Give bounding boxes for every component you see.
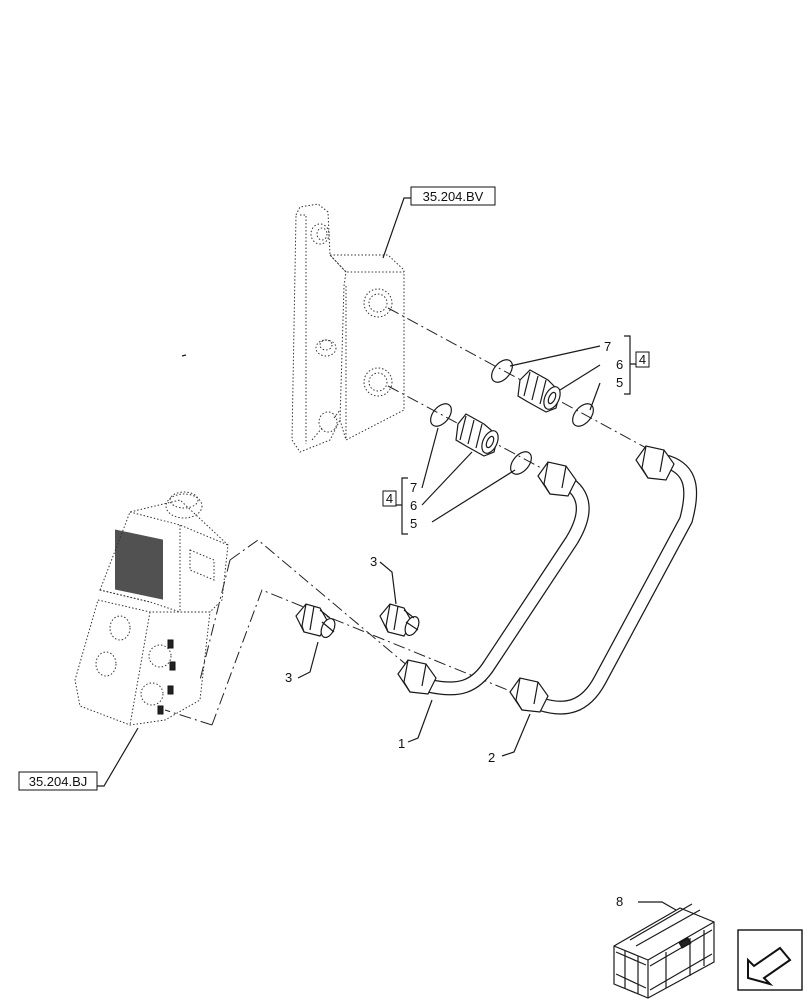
callout-6-lower: 6 [410,498,417,513]
reference-upper[interactable]: 35.204.BV [382,186,496,259]
svg-text:3: 3 [285,670,292,685]
navigation-arrow-button[interactable] [737,929,803,991]
callout-5-upper: 5 [616,375,623,390]
reference-lower-label: 35.204.BJ [29,774,88,789]
callout-8: 8 [616,894,623,909]
o-ring-lower-7 [430,403,452,427]
callout-4-upper: 4 [639,352,646,367]
fitting-3-left [295,603,336,639]
callout-7-upper: 7 [604,339,611,354]
svg-text:2: 2 [488,750,495,765]
pipe-1 [397,461,590,696]
stray-mark [181,354,187,357]
svg-text:1: 1 [398,736,405,751]
fitting-3-right [379,603,420,637]
callout-2: 2 [488,713,531,765]
arrow-icon [747,946,792,986]
o-ring-upper-7 [491,359,513,383]
upper-bracket-assembly [291,203,405,453]
adapter-fitting-upper-6 [517,369,561,413]
reference-lower[interactable]: 35.204.BJ [18,727,139,791]
callout-7-lower: 7 [410,480,417,495]
pipe-2 [509,445,698,715]
callout-5-lower: 5 [410,516,417,531]
callout-3-upper: 3 [370,554,397,605]
lower-valve-assembly [74,491,229,726]
kit-crate-8: 8 [613,894,715,999]
callout-1: 1 [398,699,433,751]
callout-group-upper: 7 6 5 4 [509,335,650,411]
callout-3-lower: 3 [285,641,319,685]
o-ring-lower-5 [510,451,532,475]
callout-6-upper: 6 [616,357,623,372]
callout-4-lower: 4 [386,491,393,506]
callout-group-lower: 7 6 5 4 [382,427,516,535]
o-ring-upper-5 [572,403,594,427]
svg-text:3: 3 [370,554,377,569]
adapter-fitting-lower-6 [455,413,499,457]
reference-upper-label: 35.204.BV [423,189,484,204]
